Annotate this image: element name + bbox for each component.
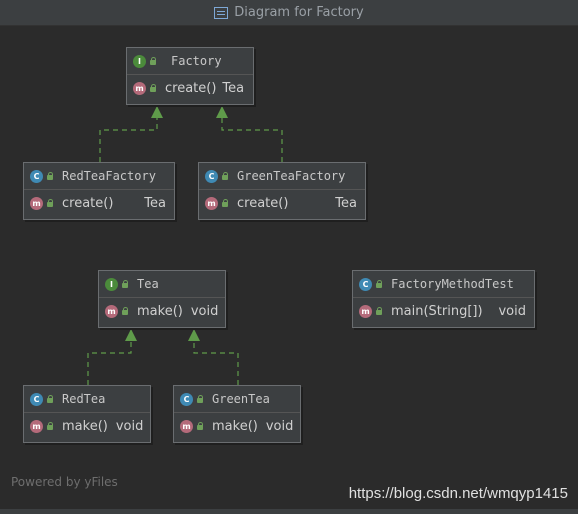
- public-lock-icon: [196, 422, 204, 430]
- node-tea-member[interactable]: m make() void: [99, 298, 225, 324]
- method-icon: m: [180, 419, 193, 433]
- node-redtea-name: RedTea: [62, 392, 106, 406]
- method-name: create(): [62, 195, 114, 211]
- edge-greenteafactory-factory: [216, 106, 283, 162]
- node-tea-header: I Tea: [99, 271, 225, 298]
- method-return-type: Tea: [144, 195, 166, 211]
- method-name: make(): [62, 418, 108, 434]
- node-redteafactory-header: C RedTeaFactory: [24, 163, 174, 190]
- method-icon: m: [359, 304, 372, 318]
- diagram-icon: [214, 6, 229, 19]
- node-greentea-member[interactable]: m make() void: [174, 413, 300, 439]
- class-icon: C: [180, 392, 193, 406]
- edge-greentea-tea: [188, 329, 239, 385]
- node-redteafactory[interactable]: C RedTeaFactory m create() Tea: [23, 162, 175, 220]
- method-return-type: void: [498, 303, 526, 319]
- method-name: create(): [165, 80, 217, 96]
- public-lock-icon: [46, 172, 54, 180]
- node-factory-name: Factory: [171, 54, 222, 68]
- public-lock-icon: [46, 395, 54, 403]
- node-tea[interactable]: I Tea m make() void: [98, 270, 226, 328]
- node-greentea-name: GreenTea: [212, 392, 270, 406]
- class-icon: C: [205, 169, 218, 183]
- public-lock-icon: [196, 395, 204, 403]
- window-title: Diagram for Factory: [0, 0, 578, 25]
- method-return-type: Tea: [335, 195, 357, 211]
- node-redtea-member[interactable]: m make() void: [24, 413, 150, 439]
- powered-by-label: Powered by yFiles: [11, 475, 118, 489]
- class-icon: C: [30, 392, 43, 406]
- method-name: make(): [137, 303, 183, 319]
- node-greenteafactory-name: GreenTeaFactory: [237, 169, 346, 183]
- node-factorymethodtest-member[interactable]: m main(String[]) void: [353, 298, 534, 324]
- node-redteafactory-member[interactable]: m create() Tea: [24, 190, 174, 216]
- node-greentea-header: C GreenTea: [174, 386, 300, 413]
- public-lock-icon: [46, 199, 54, 207]
- method-icon: m: [105, 304, 118, 318]
- public-lock-icon: [121, 280, 129, 288]
- node-factorymethodtest-header: C FactoryMethodTest: [353, 271, 534, 298]
- node-redtea[interactable]: C RedTea m make() void: [23, 385, 151, 443]
- watermark-url: https://blog.csdn.net/wmqyp1415: [348, 485, 568, 502]
- interface-icon: I: [105, 277, 118, 291]
- method-icon: m: [30, 196, 43, 210]
- method-icon: m: [205, 196, 218, 210]
- edge-redteafactory-factory: [99, 106, 163, 162]
- public-lock-icon: [375, 307, 383, 315]
- method-icon: m: [133, 81, 146, 95]
- public-lock-icon: [221, 199, 229, 207]
- node-factory-header: I Factory: [127, 48, 253, 75]
- method-return-type: void: [265, 418, 294, 434]
- public-lock-icon: [375, 280, 383, 288]
- node-greenteafactory-header: C GreenTeaFactory: [199, 163, 365, 190]
- interface-icon: I: [133, 54, 146, 68]
- method-name: make(): [212, 418, 258, 434]
- public-lock-icon: [221, 172, 229, 180]
- method-return-type: Tea: [222, 80, 245, 96]
- node-greenteafactory-member[interactable]: m create() Tea: [199, 190, 365, 216]
- window-title-text: Diagram for Factory: [234, 5, 364, 20]
- method-name: main(String[]): [391, 303, 483, 319]
- method-return-type: void: [115, 418, 144, 434]
- class-icon: C: [30, 169, 43, 183]
- public-lock-icon: [149, 57, 157, 65]
- method-icon: m: [30, 419, 43, 433]
- method-name: create(): [237, 195, 289, 211]
- public-lock-icon: [46, 422, 54, 430]
- edge-redtea-tea: [87, 329, 137, 385]
- node-redteafactory-name: RedTeaFactory: [62, 169, 156, 183]
- node-factory-member[interactable]: m create() Tea: [127, 75, 253, 101]
- node-factorymethodtest[interactable]: C FactoryMethodTest m main(String[]) voi…: [352, 270, 535, 328]
- public-lock-icon: [121, 307, 129, 315]
- class-icon: C: [359, 277, 372, 291]
- title-bar: Diagram for Factory: [0, 0, 578, 26]
- node-redtea-header: C RedTea: [24, 386, 150, 413]
- node-factorymethodtest-name: FactoryMethodTest: [391, 277, 514, 291]
- node-greentea[interactable]: C GreenTea m make() void: [173, 385, 301, 443]
- node-greenteafactory[interactable]: C GreenTeaFactory m create() Tea: [198, 162, 366, 220]
- bottom-bar: [0, 509, 578, 514]
- public-lock-icon: [149, 84, 157, 92]
- node-factory[interactable]: I Factory m create() Tea: [126, 47, 254, 105]
- node-tea-name: Tea: [137, 277, 159, 291]
- method-return-type: void: [190, 303, 219, 319]
